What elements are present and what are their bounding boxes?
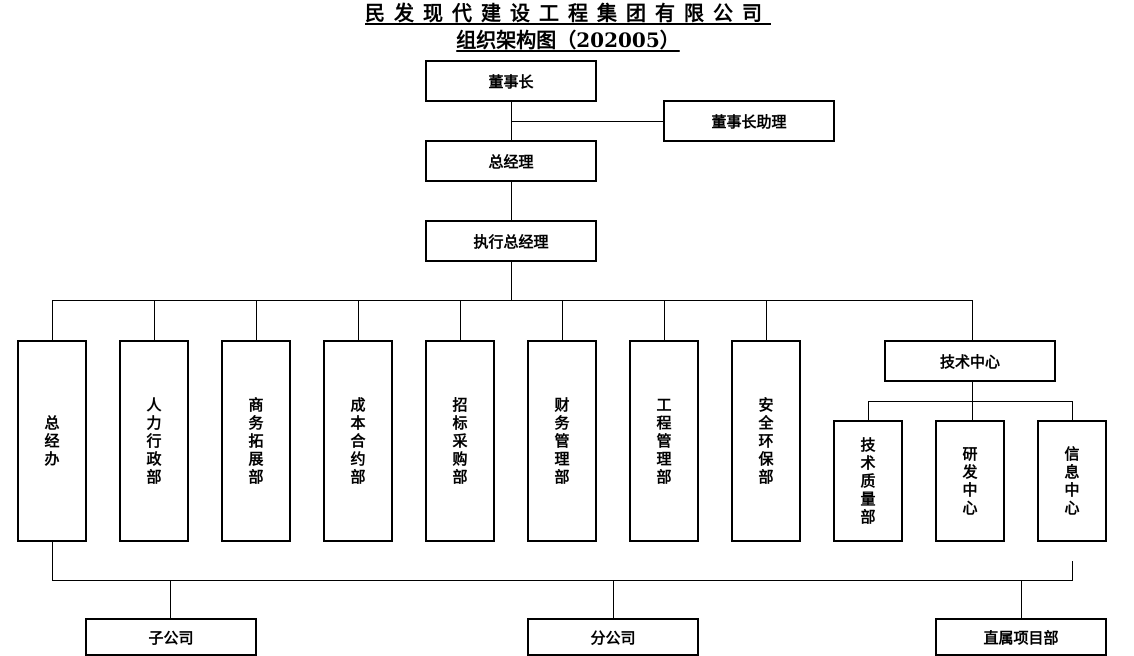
node-branch: 分公司: [527, 618, 699, 656]
node-char: 量: [860, 490, 876, 508]
node-char: 术: [860, 454, 876, 472]
node-char: 发: [962, 463, 978, 481]
node-char: 行: [146, 432, 162, 450]
connector: [511, 121, 664, 122]
node-rnd-center: 研发中心: [935, 420, 1005, 542]
connector: [256, 300, 257, 341]
node-char: 商: [248, 396, 264, 414]
connector: [511, 261, 512, 301]
node-char: 部: [452, 468, 468, 486]
connector: [170, 580, 171, 620]
node-char: 采: [452, 432, 468, 450]
node-char: 部: [248, 468, 264, 486]
node-char: 环: [758, 432, 774, 450]
node-char: 办: [44, 450, 60, 468]
node-char: 财: [554, 396, 570, 414]
connector: [511, 181, 512, 221]
connector: [358, 300, 359, 341]
connector: [1021, 580, 1022, 620]
node-char: 总: [44, 414, 60, 432]
node-char: 务: [248, 414, 264, 432]
connector: [972, 401, 973, 421]
node-char: 务: [554, 414, 570, 432]
node-subsidiary: 子公司: [85, 618, 257, 656]
node-char: 购: [452, 450, 468, 468]
node-char: 技: [860, 436, 876, 454]
node-char: 部: [350, 468, 366, 486]
node-char: 理: [554, 450, 570, 468]
node-char: 管: [656, 432, 672, 450]
company-title: 民发现代建设工程集团有限公司: [365, 1, 771, 25]
node-char: 经: [44, 432, 60, 450]
node-char: 部: [860, 508, 876, 526]
node-char: 中: [1064, 481, 1080, 499]
node-general-manager: 总经理: [425, 140, 597, 182]
node-char: 标: [452, 414, 468, 432]
node-char: 信: [1064, 445, 1080, 463]
node-executive-gm: 执行总经理: [425, 220, 597, 262]
node-char: 约: [350, 450, 366, 468]
node-char: 拓: [248, 432, 264, 450]
connector: [868, 401, 1073, 402]
node-char: 人: [146, 396, 162, 414]
connector: [972, 381, 973, 401]
connector: [972, 300, 973, 341]
connector: [460, 300, 461, 341]
connector: [766, 300, 767, 341]
node-info-center: 信息中心: [1037, 420, 1107, 542]
node-char: 合: [350, 432, 366, 450]
connector: [613, 580, 614, 620]
node-char: 心: [1064, 499, 1080, 517]
connector: [1072, 561, 1073, 581]
connector: [52, 580, 1073, 581]
node-engineering-mgmt: 工程管理部: [629, 340, 699, 542]
node-char: 部: [758, 468, 774, 486]
node-contract-cost: 成本合约部: [323, 340, 393, 542]
node-char: 中: [962, 481, 978, 499]
node-business-dev: 商务拓展部: [221, 340, 291, 542]
connector: [562, 300, 563, 341]
node-hr-admin: 人力行政部: [119, 340, 189, 542]
connector: [868, 401, 869, 421]
node-char: 部: [554, 468, 570, 486]
node-char: 部: [146, 468, 162, 486]
connector: [664, 300, 665, 341]
node-char: 质: [860, 472, 876, 490]
node-tech-center: 技术中心: [884, 340, 1056, 382]
node-char: 保: [758, 450, 774, 468]
node-char: 管: [554, 432, 570, 450]
node-char: 招: [452, 396, 468, 414]
node-char: 全: [758, 414, 774, 432]
node-char: 力: [146, 414, 162, 432]
node-finance-mgmt: 财务管理部: [527, 340, 597, 542]
node-char: 息: [1064, 463, 1080, 481]
node-direct-project: 直属项目部: [935, 618, 1107, 656]
node-char: 部: [656, 468, 672, 486]
node-char: 展: [248, 450, 264, 468]
node-char: 安: [758, 396, 774, 414]
connector: [52, 300, 973, 301]
node-chairman-assistant: 董事长助理: [663, 100, 835, 142]
node-char: 研: [962, 445, 978, 463]
connector: [52, 541, 53, 581]
node-char: 成: [350, 396, 366, 414]
node-char: 政: [146, 450, 162, 468]
node-char: 程: [656, 414, 672, 432]
node-chairman: 董事长: [425, 60, 597, 102]
node-char: 理: [656, 450, 672, 468]
node-char: 心: [962, 499, 978, 517]
node-char: 本: [350, 414, 366, 432]
connector: [52, 300, 53, 341]
node-char: 工: [656, 396, 672, 414]
chart-subtitle: 组织架构图（202005）: [456, 28, 680, 52]
node-gm-office: 总经办: [17, 340, 87, 542]
connector: [1072, 401, 1073, 421]
node-tender-purchase: 招标采购部: [425, 340, 495, 542]
node-tech-quality: 技术质量部: [833, 420, 903, 542]
connector: [154, 300, 155, 341]
node-safety-env: 安全环保部: [731, 340, 801, 542]
